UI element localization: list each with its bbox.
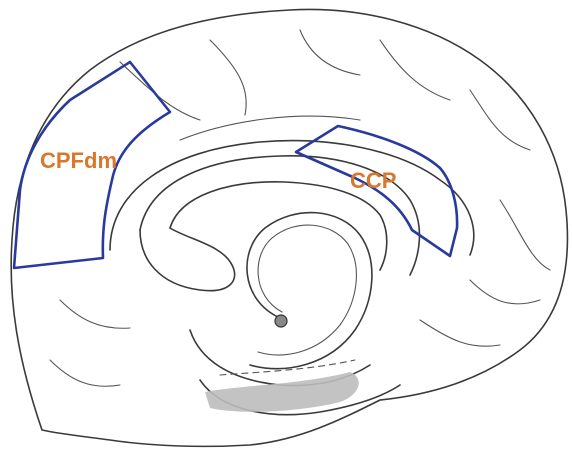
fornix-curve-inner — [258, 225, 356, 355]
sulcus-line — [420, 320, 500, 346]
sulcus-line — [300, 30, 360, 75]
sulcus-line — [470, 280, 540, 304]
sulcus-line — [50, 360, 120, 386]
sulcus-line — [500, 200, 550, 270]
region-label-ccp: CCP — [350, 168, 396, 193]
mammillary-body — [275, 315, 287, 327]
sulcus-line — [60, 300, 130, 328]
corpus-callosum-genu — [140, 228, 235, 291]
shaded-region — [205, 372, 359, 412]
sulcus-line — [210, 40, 246, 115]
region-label-cpfdm: CPFdm — [40, 148, 117, 173]
sulcus-line — [120, 62, 200, 120]
fornix-curve — [247, 213, 372, 369]
sulcus-line — [380, 40, 450, 100]
